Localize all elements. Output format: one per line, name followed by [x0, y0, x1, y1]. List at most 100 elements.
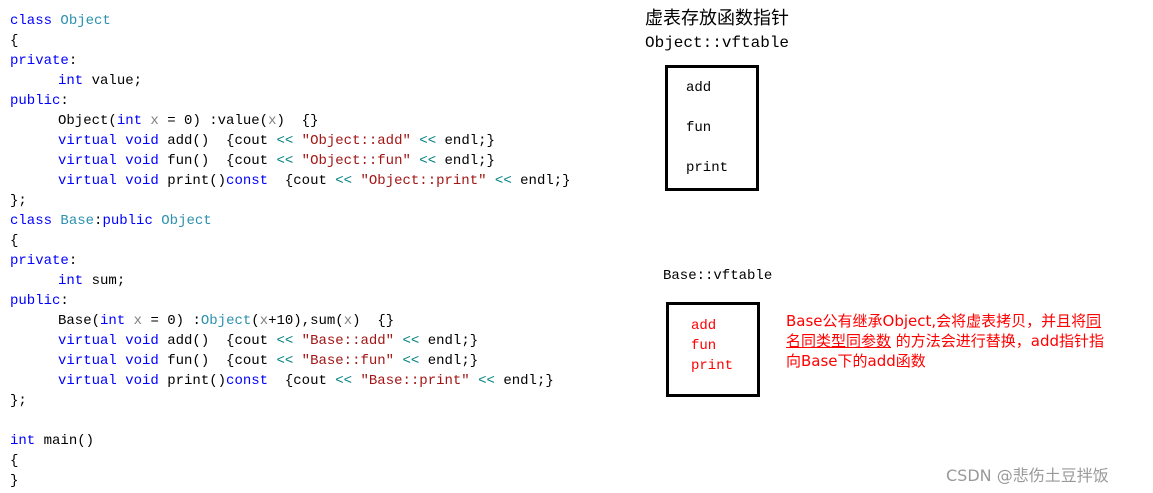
code-token: endl;} — [511, 173, 571, 189]
code-line: virtual void fun() {cout << "Object::fun… — [10, 151, 571, 171]
code-line: class Base:public Object — [10, 211, 571, 231]
code-token: endl;} — [419, 353, 479, 369]
code-line: private: — [10, 251, 571, 271]
code-token: int — [10, 433, 36, 449]
vftable-entry-print: print — [691, 358, 734, 374]
vftable-entry-fun: fun — [691, 338, 717, 354]
code-token: << — [410, 153, 437, 169]
code-token: fun() {cout — [158, 353, 277, 369]
code-token: void — [125, 173, 159, 189]
code-token — [117, 133, 125, 149]
code-token: } — [10, 473, 19, 489]
code-line: { — [10, 451, 571, 471]
code-line: } — [10, 471, 571, 491]
code-token: +10),sum( — [268, 313, 344, 329]
code-line: Object(int x = 0) :value(x) {} — [10, 111, 571, 131]
code-token: << — [394, 353, 420, 369]
code-token: ) {} — [352, 313, 395, 329]
code-token: void — [125, 133, 159, 149]
code-line: { — [10, 31, 571, 51]
code-token: endl;} — [419, 333, 479, 349]
code-token: }; — [10, 193, 27, 209]
code-token: ) {} — [276, 113, 319, 129]
code-line: public: — [10, 291, 571, 311]
code-token: = 0) :value( — [158, 113, 269, 129]
code-token: Base( — [58, 313, 101, 329]
code-token: print() — [158, 173, 227, 189]
code-token: { — [10, 33, 19, 49]
code-line: virtual void print()const {cout << "Base… — [10, 371, 571, 391]
code-token: << — [335, 373, 353, 389]
code-line: { — [10, 231, 571, 251]
code-token: : — [60, 293, 69, 309]
code-token: "Base::fun" — [293, 353, 395, 369]
code-token: "Object::fun" — [293, 153, 411, 169]
code-token: ( — [251, 313, 260, 329]
code-token: class — [10, 213, 53, 229]
code-token: << — [335, 173, 353, 189]
code-line: virtual void print()const {cout << "Obje… — [10, 171, 571, 191]
code-line: virtual void add() {cout << "Base::add" … — [10, 331, 571, 351]
code-token: << — [410, 133, 437, 149]
watermark: CSDN @悲伤土豆拌饭 — [946, 466, 1109, 485]
code-token: endl;} — [436, 153, 495, 169]
code-token: print() — [158, 373, 227, 389]
code-token: public — [10, 93, 61, 109]
code-listing: class Object{private:int value;public:Ob… — [10, 11, 571, 491]
code-token: x — [125, 313, 143, 329]
code-token: "Base::print" — [352, 373, 470, 389]
code-token: private — [10, 253, 69, 269]
code-token: { — [10, 453, 19, 469]
code-token: void — [125, 153, 159, 169]
note-text: Base公有继承Object,会将虚表拷贝，并且将 — [786, 312, 1087, 330]
code-token: virtual — [58, 173, 117, 189]
code-token: : — [68, 253, 78, 269]
code-token: virtual — [58, 333, 117, 349]
code-token: void — [125, 333, 159, 349]
code-token: void — [125, 373, 159, 389]
code-line: public: — [10, 91, 571, 111]
code-token: "Object::print" — [352, 173, 487, 189]
code-token: Base — [52, 213, 95, 229]
code-token — [117, 373, 125, 389]
code-token: : — [60, 93, 69, 109]
code-token: main() — [35, 433, 95, 449]
vftable-entry-add: add — [686, 80, 712, 96]
note-text-2: 的方法会进行替换，add指针指向Base下的add函数 — [786, 332, 1105, 370]
code-line: }; — [10, 391, 571, 411]
annotation-note: Base公有继承Object,会将虚表拷贝，并且将同名同类型同参数 的方法会进行… — [786, 311, 1116, 371]
vftable-entry-fun: fun — [686, 120, 712, 136]
code-token: add() {cout — [158, 333, 277, 349]
code-token: = 0) : — [142, 313, 201, 329]
code-token: x — [343, 313, 353, 329]
code-line: class Object — [10, 11, 571, 31]
vftable-entry-print: print — [686, 160, 729, 176]
code-token: virtual — [58, 373, 117, 389]
code-line: int main() — [10, 431, 571, 451]
code-token: << — [469, 373, 495, 389]
code-token — [117, 153, 125, 169]
code-token: Object — [152, 213, 212, 229]
code-token: << — [486, 173, 512, 189]
object-vftable-label: Object::vftable — [645, 34, 790, 52]
code-token: public — [102, 213, 153, 229]
code-line: int value; — [10, 71, 571, 91]
code-token: add() {cout — [158, 133, 277, 149]
code-line — [10, 411, 571, 431]
code-token: public — [10, 293, 61, 309]
code-token: virtual — [58, 353, 117, 369]
object-vftable-box: add fun print — [665, 65, 759, 191]
code-line: virtual void fun() {cout << "Base::fun" … — [10, 351, 571, 371]
code-token: const — [226, 373, 269, 389]
note-underlined-text: 同名同类型同参数 — [786, 312, 1102, 350]
code-token: : — [68, 53, 78, 69]
code-token: fun() {cout — [158, 153, 277, 169]
code-token: { — [10, 233, 19, 249]
code-token: Object — [52, 13, 111, 29]
code-token: int — [116, 113, 143, 129]
code-line: Base(int x = 0) :Object(x+10),sum(x) {} — [10, 311, 571, 331]
code-token: int — [58, 273, 84, 289]
code-token — [117, 173, 125, 189]
code-token: << — [276, 353, 294, 369]
code-token: << — [276, 153, 294, 169]
